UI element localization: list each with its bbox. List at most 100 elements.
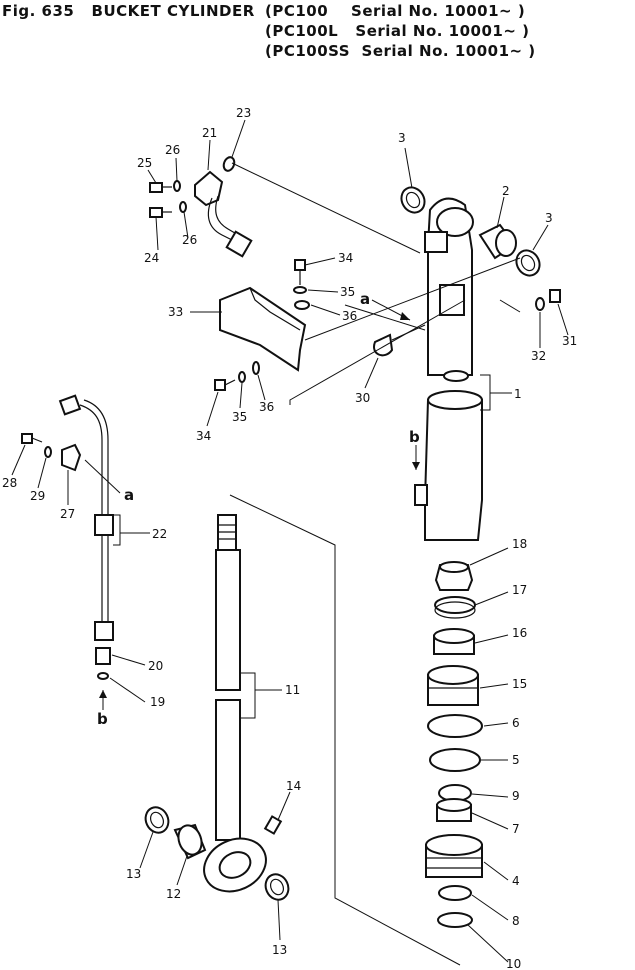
ref-arrow-b-upper — [412, 445, 420, 470]
callout-13-right: 13 — [272, 943, 287, 957]
callout-17: 17 — [512, 583, 527, 597]
assembly-guide-lines — [84, 162, 521, 966]
callout-23: 23 — [236, 106, 251, 120]
part-26-washer-upper — [173, 180, 181, 192]
part-34-bolt-upper — [294, 259, 306, 285]
callout-35-lower: 35 — [232, 410, 247, 424]
callout-8: 8 — [512, 914, 520, 928]
callout-leader-lines — [11, 119, 569, 963]
serial-line-pc100: (PC100 Serial No. 10001~ ) — [265, 2, 526, 20]
part-20-connector — [95, 647, 111, 665]
callout-13-left: 13 — [126, 867, 141, 881]
callout-2: 2 — [502, 184, 510, 198]
part-10-ring — [437, 912, 473, 928]
callout-27: 27 — [60, 507, 75, 521]
callout-24: 24 — [144, 251, 159, 265]
ref-mark-a-upper: a — [360, 290, 370, 308]
callout-10: 10 — [506, 957, 521, 970]
callout-25: 25 — [137, 156, 152, 170]
callout-26-lower: 26 — [182, 233, 197, 247]
part-12-bushing — [173, 823, 207, 860]
callout-33: 33 — [168, 305, 183, 319]
part-32-washer — [535, 297, 545, 311]
part-31-nut — [549, 289, 561, 303]
ref-mark-b-upper: b — [409, 428, 420, 446]
callout-numbers: 3 2 3 1 18 17 16 15 6 5 9 7 4 8 10 11 14… — [2, 106, 577, 970]
part-36-washer-upper — [294, 300, 310, 310]
part-16-ring — [433, 628, 475, 655]
callout-4: 4 — [512, 874, 520, 888]
part-13-seal-right — [264, 873, 290, 901]
ref-mark-b-lower: b — [97, 710, 108, 728]
part-5-o-ring — [429, 748, 481, 772]
part-4-cylinder-head — [425, 834, 483, 878]
callout-15: 15 — [512, 677, 527, 691]
callout-32: 32 — [531, 349, 546, 363]
part-24-bolt — [149, 207, 172, 218]
part-33-bracket — [219, 286, 307, 372]
callout-16: 16 — [512, 626, 527, 640]
part-27-clamp — [61, 443, 82, 472]
part-2-bushing — [478, 223, 517, 260]
callout-14: 14 — [286, 779, 301, 793]
part-35-washer-lower — [238, 371, 246, 383]
callout-20: 20 — [148, 659, 163, 673]
part-23-o-ring — [222, 156, 236, 172]
callout-34-upper: 34 — [338, 251, 353, 265]
callout-30: 30 — [355, 391, 370, 405]
part-29-washer — [44, 446, 52, 458]
part-19-o-ring — [97, 672, 109, 680]
part-3-seal-upper — [400, 186, 426, 214]
part-11-piston-rod — [203, 514, 267, 893]
part-3-seal-right — [515, 249, 541, 277]
part-26-washer-lower — [179, 201, 187, 213]
part-22-pipe — [58, 394, 114, 641]
callout-5: 5 — [512, 753, 520, 767]
callout-28: 28 — [2, 476, 17, 490]
figure-title: Fig. 635 BUCKET CYLINDER — [2, 2, 255, 20]
figure-header: Fig. 635 BUCKET CYLINDER (PC100 Serial N… — [0, 0, 635, 60]
part-30-clamp — [373, 324, 426, 357]
callout-1: 1 — [514, 387, 522, 401]
ref-arrow-a-upper — [371, 299, 411, 321]
callout-6: 6 — [512, 716, 520, 730]
part-34-bolt-lower — [214, 379, 236, 391]
callout-21: 21 — [202, 126, 217, 140]
callout-36-upper: 36 — [342, 309, 357, 323]
part-18-nut — [434, 561, 474, 591]
callout-12: 12 — [166, 887, 181, 901]
callout-11: 11 — [285, 683, 300, 697]
part-36-washer-lower — [252, 361, 260, 375]
part-17-ring — [434, 596, 476, 619]
part-7-bushing — [436, 798, 472, 822]
callout-35-upper: 35 — [340, 285, 355, 299]
callout-7: 7 — [512, 822, 520, 836]
reference-marks: a a b b — [97, 290, 420, 728]
callout-9: 9 — [512, 789, 520, 803]
callout-3-right: 3 — [545, 211, 553, 225]
part-8-ring — [438, 885, 472, 901]
part-1-cylinder-tube — [414, 197, 483, 541]
callout-34-lower: 34 — [196, 429, 211, 443]
ref-arrow-b-lower — [99, 690, 107, 710]
serial-line-pc100ss: (PC100SS Serial No. 10001~ ) — [265, 42, 536, 60]
callout-29: 29 — [30, 489, 45, 503]
part-21-pipe-flange — [194, 170, 253, 258]
callout-26-upper: 26 — [165, 143, 180, 157]
ref-mark-a-lower: a — [124, 486, 134, 504]
part-6-ring — [427, 714, 483, 738]
callout-36-lower: 36 — [259, 400, 274, 414]
part-15-piston — [427, 665, 479, 706]
part-14-grease-fitting — [263, 815, 283, 835]
part-13-seal-left — [144, 806, 170, 834]
callout-22: 22 — [152, 527, 167, 541]
callout-3-upper: 3 — [398, 131, 406, 145]
callout-31: 31 — [562, 334, 577, 348]
callout-18: 18 — [512, 537, 527, 551]
callout-19: 19 — [150, 695, 165, 709]
serial-line-pc100l: (PC100L Serial No. 10001~ ) — [265, 22, 530, 40]
part-35-washer-upper — [293, 286, 307, 294]
part-25-bolt — [149, 182, 172, 193]
part-28-bolt — [21, 433, 43, 444]
